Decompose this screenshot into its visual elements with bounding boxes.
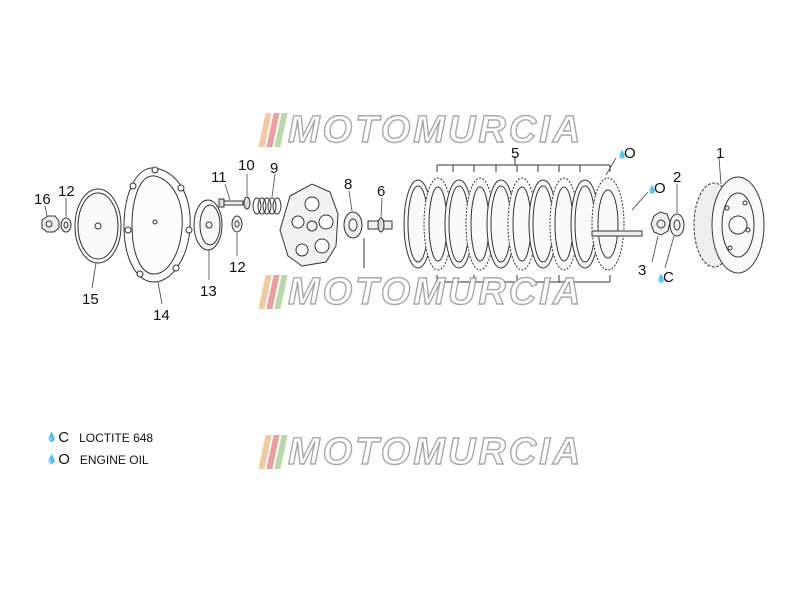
- callout-8: 8: [344, 176, 352, 193]
- drop-icon: 💧: [46, 454, 58, 464]
- watermark-stripes: [258, 113, 288, 147]
- callout-14: 14: [153, 307, 170, 324]
- callout-2: 2: [673, 169, 681, 186]
- legend-label: ENGINE OIL: [79, 453, 149, 467]
- part-14-gasket: [123, 166, 193, 283]
- callout-11: 11: [211, 169, 227, 186]
- legend-item-loctite: 💧C LOCTITE 648: [46, 429, 153, 446]
- watermark-logo: MOTOMURCIA: [258, 270, 584, 313]
- part-15-cover: [74, 188, 122, 264]
- part-pressure-plate: [279, 183, 339, 267]
- watermark-logo: MOTOMURCIA: [258, 430, 584, 473]
- callout-6: 6: [377, 183, 385, 200]
- legend-item-engine-oil: 💧O ENGINE OIL: [46, 451, 149, 468]
- callout-loctite: C: [663, 269, 674, 286]
- part-5-clutch-plate-pack: [403, 156, 643, 283]
- part-10-washer: [243, 196, 251, 210]
- callout-12-left: 12: [58, 183, 75, 200]
- part-8-bearing: [343, 211, 365, 268]
- legend-label: LOCTITE 648: [79, 431, 154, 445]
- part-9-springs: [252, 197, 282, 215]
- callout-5: 5: [511, 145, 519, 162]
- part-6-pushrod: [367, 217, 393, 233]
- drop-icon: 💧: [46, 432, 58, 442]
- part-13-disc: [193, 199, 223, 251]
- drop-icon: 💧: [647, 184, 657, 194]
- callout-13: 13: [200, 283, 217, 300]
- callout-12-right: 12: [229, 259, 246, 276]
- callout-1: 1: [716, 145, 724, 162]
- watermark-logo: MOTOMURCIA: [258, 108, 584, 151]
- callout-3: 3: [638, 262, 646, 279]
- callout-10: 10: [238, 157, 255, 174]
- callout-15: 15: [82, 291, 99, 308]
- callout-oil-1: O: [624, 145, 636, 162]
- legend-code: C: [58, 429, 70, 446]
- watermark-text: MOTOMURCIA: [287, 270, 584, 313]
- leader-lines: [44, 157, 722, 305]
- part-2-washer: [669, 213, 685, 237]
- callout-labels: 1 2 3 5 6 8 9 10 11 12 12 13 14 15 16 💧 …: [34, 145, 724, 324]
- drop-icon: 💧: [656, 273, 666, 283]
- part-3-nut: [650, 211, 671, 236]
- watermark-stripes: [258, 435, 288, 469]
- callout-9: 9: [270, 160, 278, 177]
- part-12-washer-right: [231, 215, 243, 233]
- callout-16: 16: [34, 191, 51, 208]
- watermark-text: MOTOMURCIA: [287, 108, 584, 151]
- part-1-clutch-basket: [693, 176, 765, 274]
- callout-oil-2: O: [654, 180, 666, 197]
- part-11-bolt: [218, 198, 244, 208]
- drop-icon: 💧: [617, 149, 627, 159]
- part-16-nut: [41, 215, 60, 233]
- part-12-washer-left: [60, 217, 72, 233]
- watermark-stripes: [258, 275, 288, 309]
- watermark-text: MOTOMURCIA: [287, 430, 584, 473]
- legend-code: O: [58, 451, 70, 468]
